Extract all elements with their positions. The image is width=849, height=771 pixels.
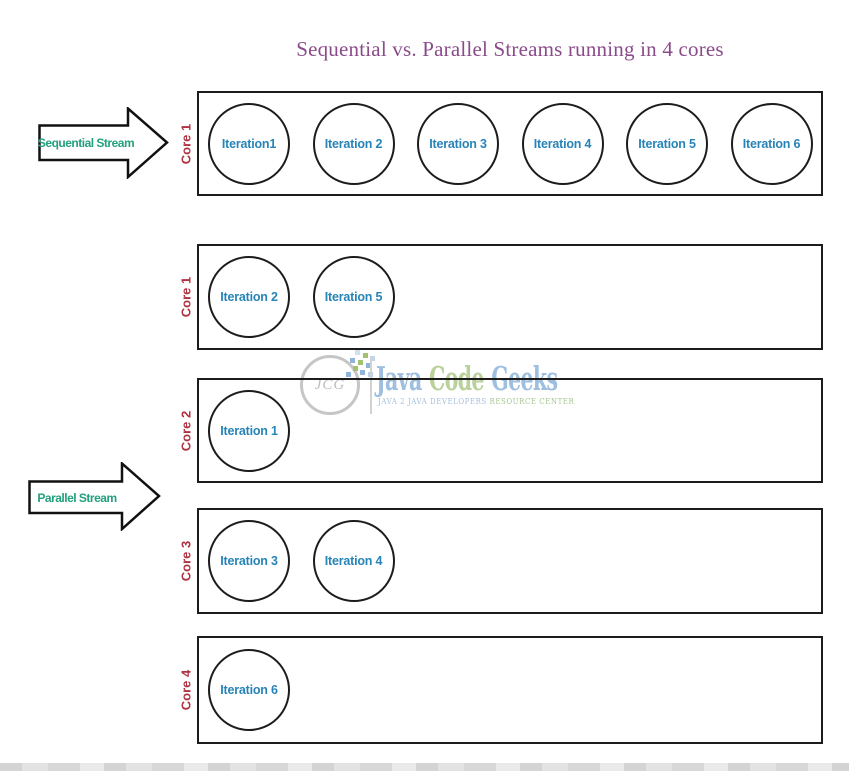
iteration-circle: Iteration 4 <box>312 520 395 602</box>
iteration-circle: Iteration 2 <box>312 102 395 185</box>
iteration-circle: Iteration 3 <box>417 102 499 185</box>
sequential-stream-arrow: Sequential Stream <box>38 107 169 179</box>
iteration-circle: Iteration 6 <box>730 102 813 185</box>
iteration-circle: Iteration 5 <box>626 102 708 185</box>
core-box-parallel-core-1: Iteration 2 Iteration 5 <box>197 244 823 350</box>
core-box-parallel-core-2: Iteration 1 <box>197 378 823 483</box>
core-label: Core 1 <box>178 276 194 318</box>
parallel-stream-arrow: Parallel Stream <box>28 462 161 531</box>
jcg-logo-icon: JCG <box>300 355 360 415</box>
iteration-circle: Iteration 3 <box>208 520 290 602</box>
core-box-parallel-core-4: Iteration 6 <box>197 636 823 744</box>
sequential-stream-label: Sequential Stream <box>37 136 135 150</box>
core-label: Core 2 <box>178 410 194 451</box>
iteration-circle: Iteration 2 <box>208 256 290 338</box>
core-box-sequential-core-1: Iteration1 Iteration 2 Iteration 3 Iteratio… <box>197 91 823 196</box>
watermark-divider <box>370 357 372 414</box>
iteration-circle: Iteration1 <box>208 102 290 185</box>
watermark-tagline: JAVA 2 JAVA DEVELOPERS RESOURCE CENTER <box>378 397 575 406</box>
iteration-circle: Iteration 6 <box>208 649 290 731</box>
pixel-sparkle-icon <box>346 372 351 377</box>
core-label: Core 3 <box>178 540 194 582</box>
core-label: Core 1 <box>178 123 194 164</box>
parallel-stream-label: Parallel Stream <box>37 490 117 505</box>
iteration-circle: Iteration 5 <box>312 256 395 338</box>
core-label: Core 4 <box>178 669 194 711</box>
right-arrow-icon <box>38 107 169 179</box>
iteration-circle: Iteration 4 <box>521 102 604 185</box>
right-arrow-icon <box>28 462 161 531</box>
page-title: Sequential vs. Parallel Streams running … <box>296 37 724 61</box>
core-box-parallel-core-3: Iteration 3 Iteration 4 <box>197 508 823 614</box>
iteration-circle: Iteration 1 <box>208 389 290 472</box>
bottom-edge-artifact <box>0 763 849 771</box>
